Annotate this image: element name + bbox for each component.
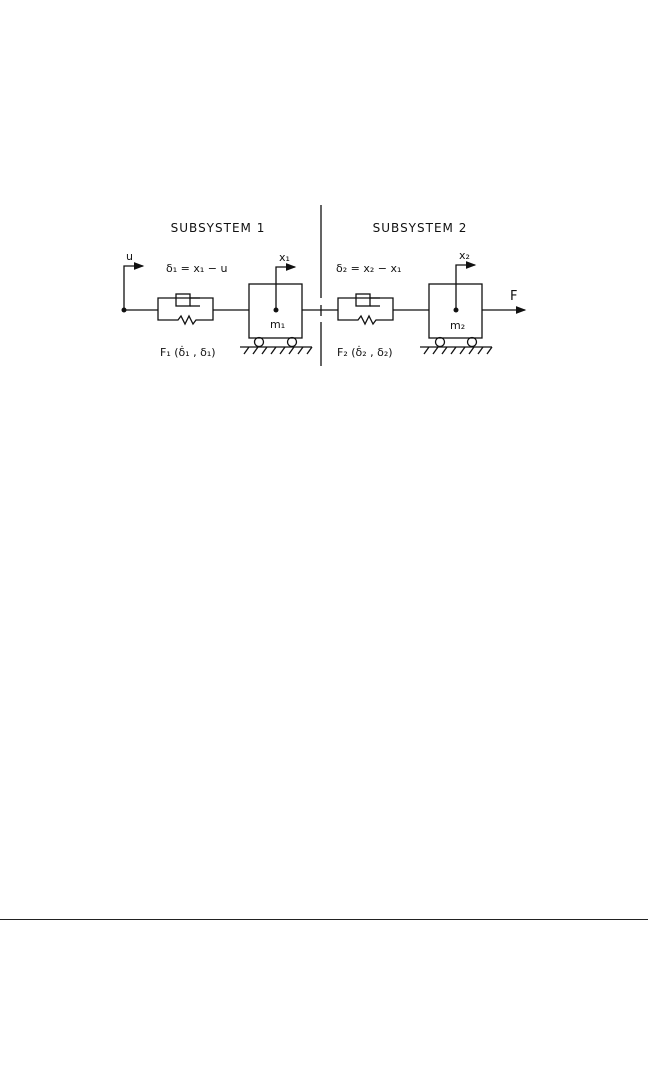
x1-displacement-arrow [275,263,297,310]
u-displacement-arrow [123,262,145,310]
spring-damper-2 [337,293,394,326]
force2-label: F₂ (δ̇₂ , δ₂) [337,345,393,359]
wheel-icon [253,336,265,348]
x2-displacement-arrow [455,261,477,310]
wheel-icon [466,336,478,348]
delta2-equation: δ₂ = x₂ − x₁ [336,262,401,275]
spring-damper-1 [157,293,214,326]
x2-label: x₂ [459,249,470,262]
mass2-label: m₂ [450,319,465,332]
page-footer-rule [0,919,648,920]
force-label: F [510,289,517,304]
subsystem-1-label: SUBSYSTEM 1 [171,221,266,235]
x1-label: x₁ [279,251,290,264]
u-label: u [126,250,133,263]
mass1-label: m₁ [270,318,285,331]
delta1-equation: δ₁ = x₁ − u [166,262,227,275]
wheel-icon [286,336,298,348]
wheel-icon [434,336,446,348]
force1-label: F₁ (δ̇₁ , δ₁) [160,345,216,359]
subsystem-2-label: SUBSYSTEM 2 [373,221,468,235]
